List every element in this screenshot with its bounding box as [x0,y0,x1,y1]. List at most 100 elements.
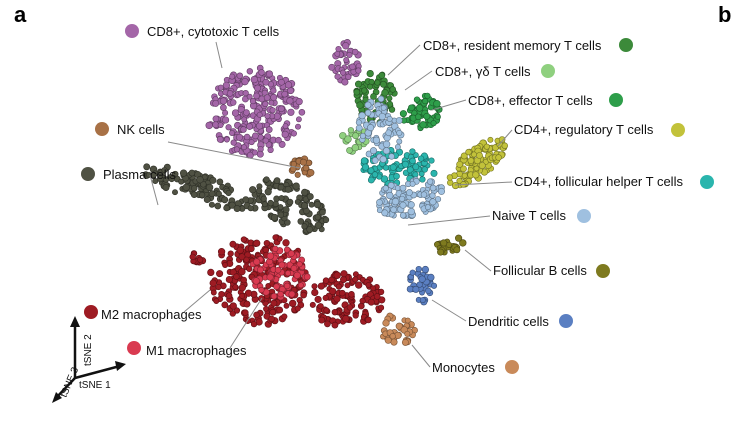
cell-point [220,104,227,111]
cluster-cd8-cytotoxic-t-cells [205,39,362,159]
cell-point [385,129,393,137]
cell-point [381,89,389,97]
cell-point [355,80,362,88]
panel-letter-a: a [14,2,27,27]
cell-point [263,305,269,312]
cell-point [299,158,307,166]
cell-point [198,191,206,199]
cell-point [429,184,437,192]
cell-point [364,109,372,117]
cell-point [249,186,257,194]
legend-marker-m2-macrophages [84,305,98,319]
cell-point [278,105,285,113]
cell-point [295,123,301,130]
cluster-dendritic-cells [406,265,438,306]
cell-point [501,142,508,149]
cell-point [208,190,216,198]
cell-point [307,169,315,177]
cell-point [328,276,335,284]
cell-point [216,136,224,143]
cell-point [247,245,255,253]
cell-point [243,133,251,141]
cell-point [254,84,262,92]
legend-marker-dendritic-cells [559,314,573,328]
cell-point [390,206,397,213]
cell-point [281,130,289,139]
cell-point [367,298,375,306]
cell-point [322,294,329,301]
cell-point [217,122,224,129]
cell-point [251,149,258,156]
cell-point [425,287,432,295]
cell-point [405,189,413,197]
cell-point [253,311,260,319]
cell-point [233,205,241,212]
cluster-label-follicular-b-cells: Follicular B cells [493,263,587,278]
cell-point [256,266,264,274]
cell-point [213,298,220,304]
cell-point [287,108,295,116]
cell-point [242,89,249,97]
cell-point [229,99,237,106]
cell-point [451,182,460,190]
leader-line-cd8-effector-t-cells [431,99,467,111]
cell-point [283,282,291,290]
cell-point [212,99,220,107]
cell-point [340,270,348,278]
cell-point [319,208,326,216]
cell-point [238,284,246,292]
cell-point [322,216,330,224]
cell-point [359,132,366,140]
cell-point [355,124,363,132]
cell-point [222,109,229,116]
cell-point [297,218,305,225]
cell-point [346,147,353,154]
cell-point [207,268,215,277]
cell-point [209,279,217,287]
cluster-label-m2-macrophages: M2 macrophages [101,307,202,322]
cell-point [229,130,235,136]
cell-point [376,199,383,206]
cell-point [384,336,392,344]
cell-point [215,190,222,197]
leader-line-nk-cells [167,141,301,169]
cell-point [264,188,272,196]
cell-point [216,270,224,278]
cell-point [306,193,314,201]
cluster-label-monocytes: Monocytes [432,360,495,375]
leader-line-follicular-b-cells [464,249,492,272]
cell-point [295,116,302,123]
cell-point [386,115,393,122]
leader-line-cd8-resident-memory-t-cells [387,44,421,76]
cell-point [323,307,330,314]
cell-point [168,175,175,183]
cell-point [242,309,249,316]
cell-point [225,292,233,299]
leader-line-monocytes [411,344,431,368]
cell-point [284,81,293,89]
cluster-label-m1-macrophages: M1 macrophages [146,343,247,358]
cell-point [352,276,359,283]
legend-marker-cd8-cytotoxic-t-cells [125,24,139,38]
cell-point [415,265,422,273]
cell-point [418,275,426,283]
cell-point [368,78,375,85]
cell-point [277,211,285,219]
cell-point [378,112,386,121]
cell-point [217,248,226,256]
cluster-label-cd4-regulatory-t-cells: CD4+, regulatory T cells [514,122,654,137]
cell-point [252,132,259,140]
cell-point [278,261,286,269]
legend-marker-cd4-regulatory-t-cells [671,123,685,137]
leader-line-cd8-t-cells [404,70,433,91]
legend-marker-monocytes [505,360,519,374]
cell-point [355,119,362,126]
cell-point [273,177,281,184]
cell-point [367,124,375,132]
leader-line-m2-macrophages [183,289,211,313]
cell-point [246,265,253,272]
cell-point [277,290,284,298]
cell-point [301,223,308,230]
cluster-monocytes [380,312,418,346]
cluster-points-layer [142,39,508,346]
